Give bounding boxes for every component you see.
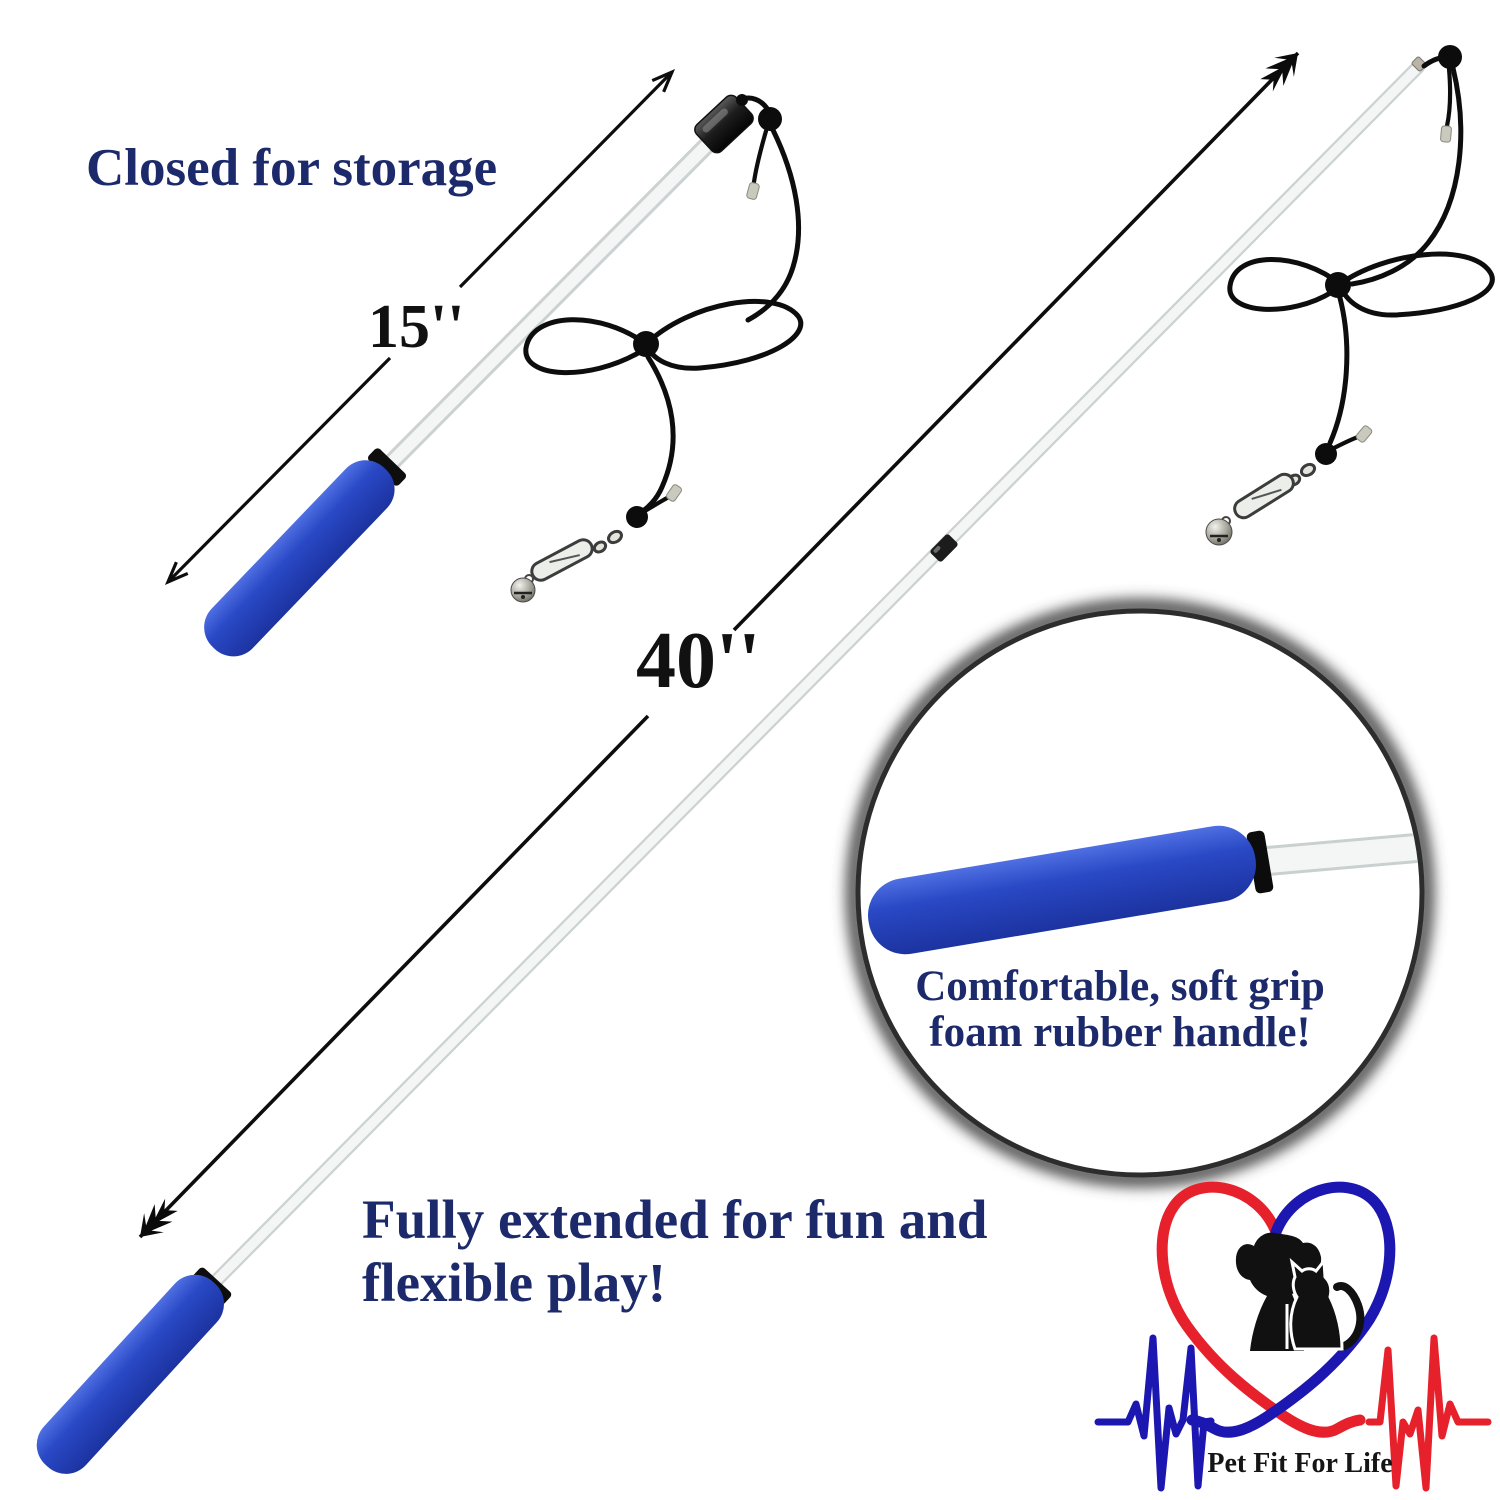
cord-ferrule xyxy=(746,182,760,200)
cord-knot xyxy=(758,107,782,131)
cord-ferrule xyxy=(1355,425,1373,443)
cord-knot xyxy=(626,506,648,528)
extended-caption-line1: Fully extended for fun and xyxy=(362,1189,988,1250)
cord-knot xyxy=(1438,45,1462,69)
extended-caption-line2: flexible play! xyxy=(362,1252,667,1314)
heart-left-red xyxy=(1156,1181,1366,1438)
extended-length-label: 40'' xyxy=(636,617,761,705)
ekg-line-blue xyxy=(1094,1334,1215,1492)
inset-caption-line2: foam rubber handle! xyxy=(929,1009,1311,1057)
arrowhead-barbed-icon xyxy=(1260,53,1298,92)
rod-joint-ferrule xyxy=(930,534,958,562)
closed-wand-handle xyxy=(204,460,395,657)
dimension-line-40 xyxy=(138,51,1300,1239)
extended-caption: Fully extended for fun and flexible play… xyxy=(362,1188,987,1315)
arrowhead-icon xyxy=(651,68,676,93)
handle-detail-inset xyxy=(846,599,1434,1187)
inset-handle xyxy=(868,825,1256,955)
cord-bow-knot xyxy=(633,331,659,357)
swivel-clasp xyxy=(1233,462,1317,520)
cord-knot xyxy=(736,94,748,106)
dimension-line-15 xyxy=(164,68,676,586)
extended-wand-handle xyxy=(36,1274,225,1474)
cord-ferrule xyxy=(1440,125,1452,143)
arrowhead-icon xyxy=(164,561,189,586)
cord-knot xyxy=(1315,443,1337,465)
cat-tail xyxy=(1333,1282,1365,1351)
brand-logo xyxy=(1094,1181,1492,1492)
closed-wand xyxy=(204,94,804,657)
arrowhead-barbed-icon xyxy=(140,1198,178,1237)
extended-wand xyxy=(36,45,1495,1474)
inset-caption-line1: Comfortable, soft grip xyxy=(915,963,1325,1010)
cord-bow-knot xyxy=(1325,272,1351,298)
bell xyxy=(510,574,536,603)
swivel-clasp xyxy=(530,529,624,582)
closed-wand-cord xyxy=(523,95,804,516)
cat-silhouette xyxy=(1289,1257,1344,1351)
bell xyxy=(1205,516,1233,546)
brand-name: Pet Fit For Life xyxy=(1207,1448,1393,1479)
closed-length-label: 15'' xyxy=(368,293,465,361)
inset-caption: Comfortable, soft grip foam rubber handl… xyxy=(870,963,1370,1057)
inset-collar xyxy=(1246,830,1274,894)
closed-title: Closed for storage xyxy=(86,139,498,197)
cord-ferrule xyxy=(665,484,683,502)
ekg-line-red xyxy=(1365,1334,1492,1492)
closed-wand-collar xyxy=(367,448,407,486)
